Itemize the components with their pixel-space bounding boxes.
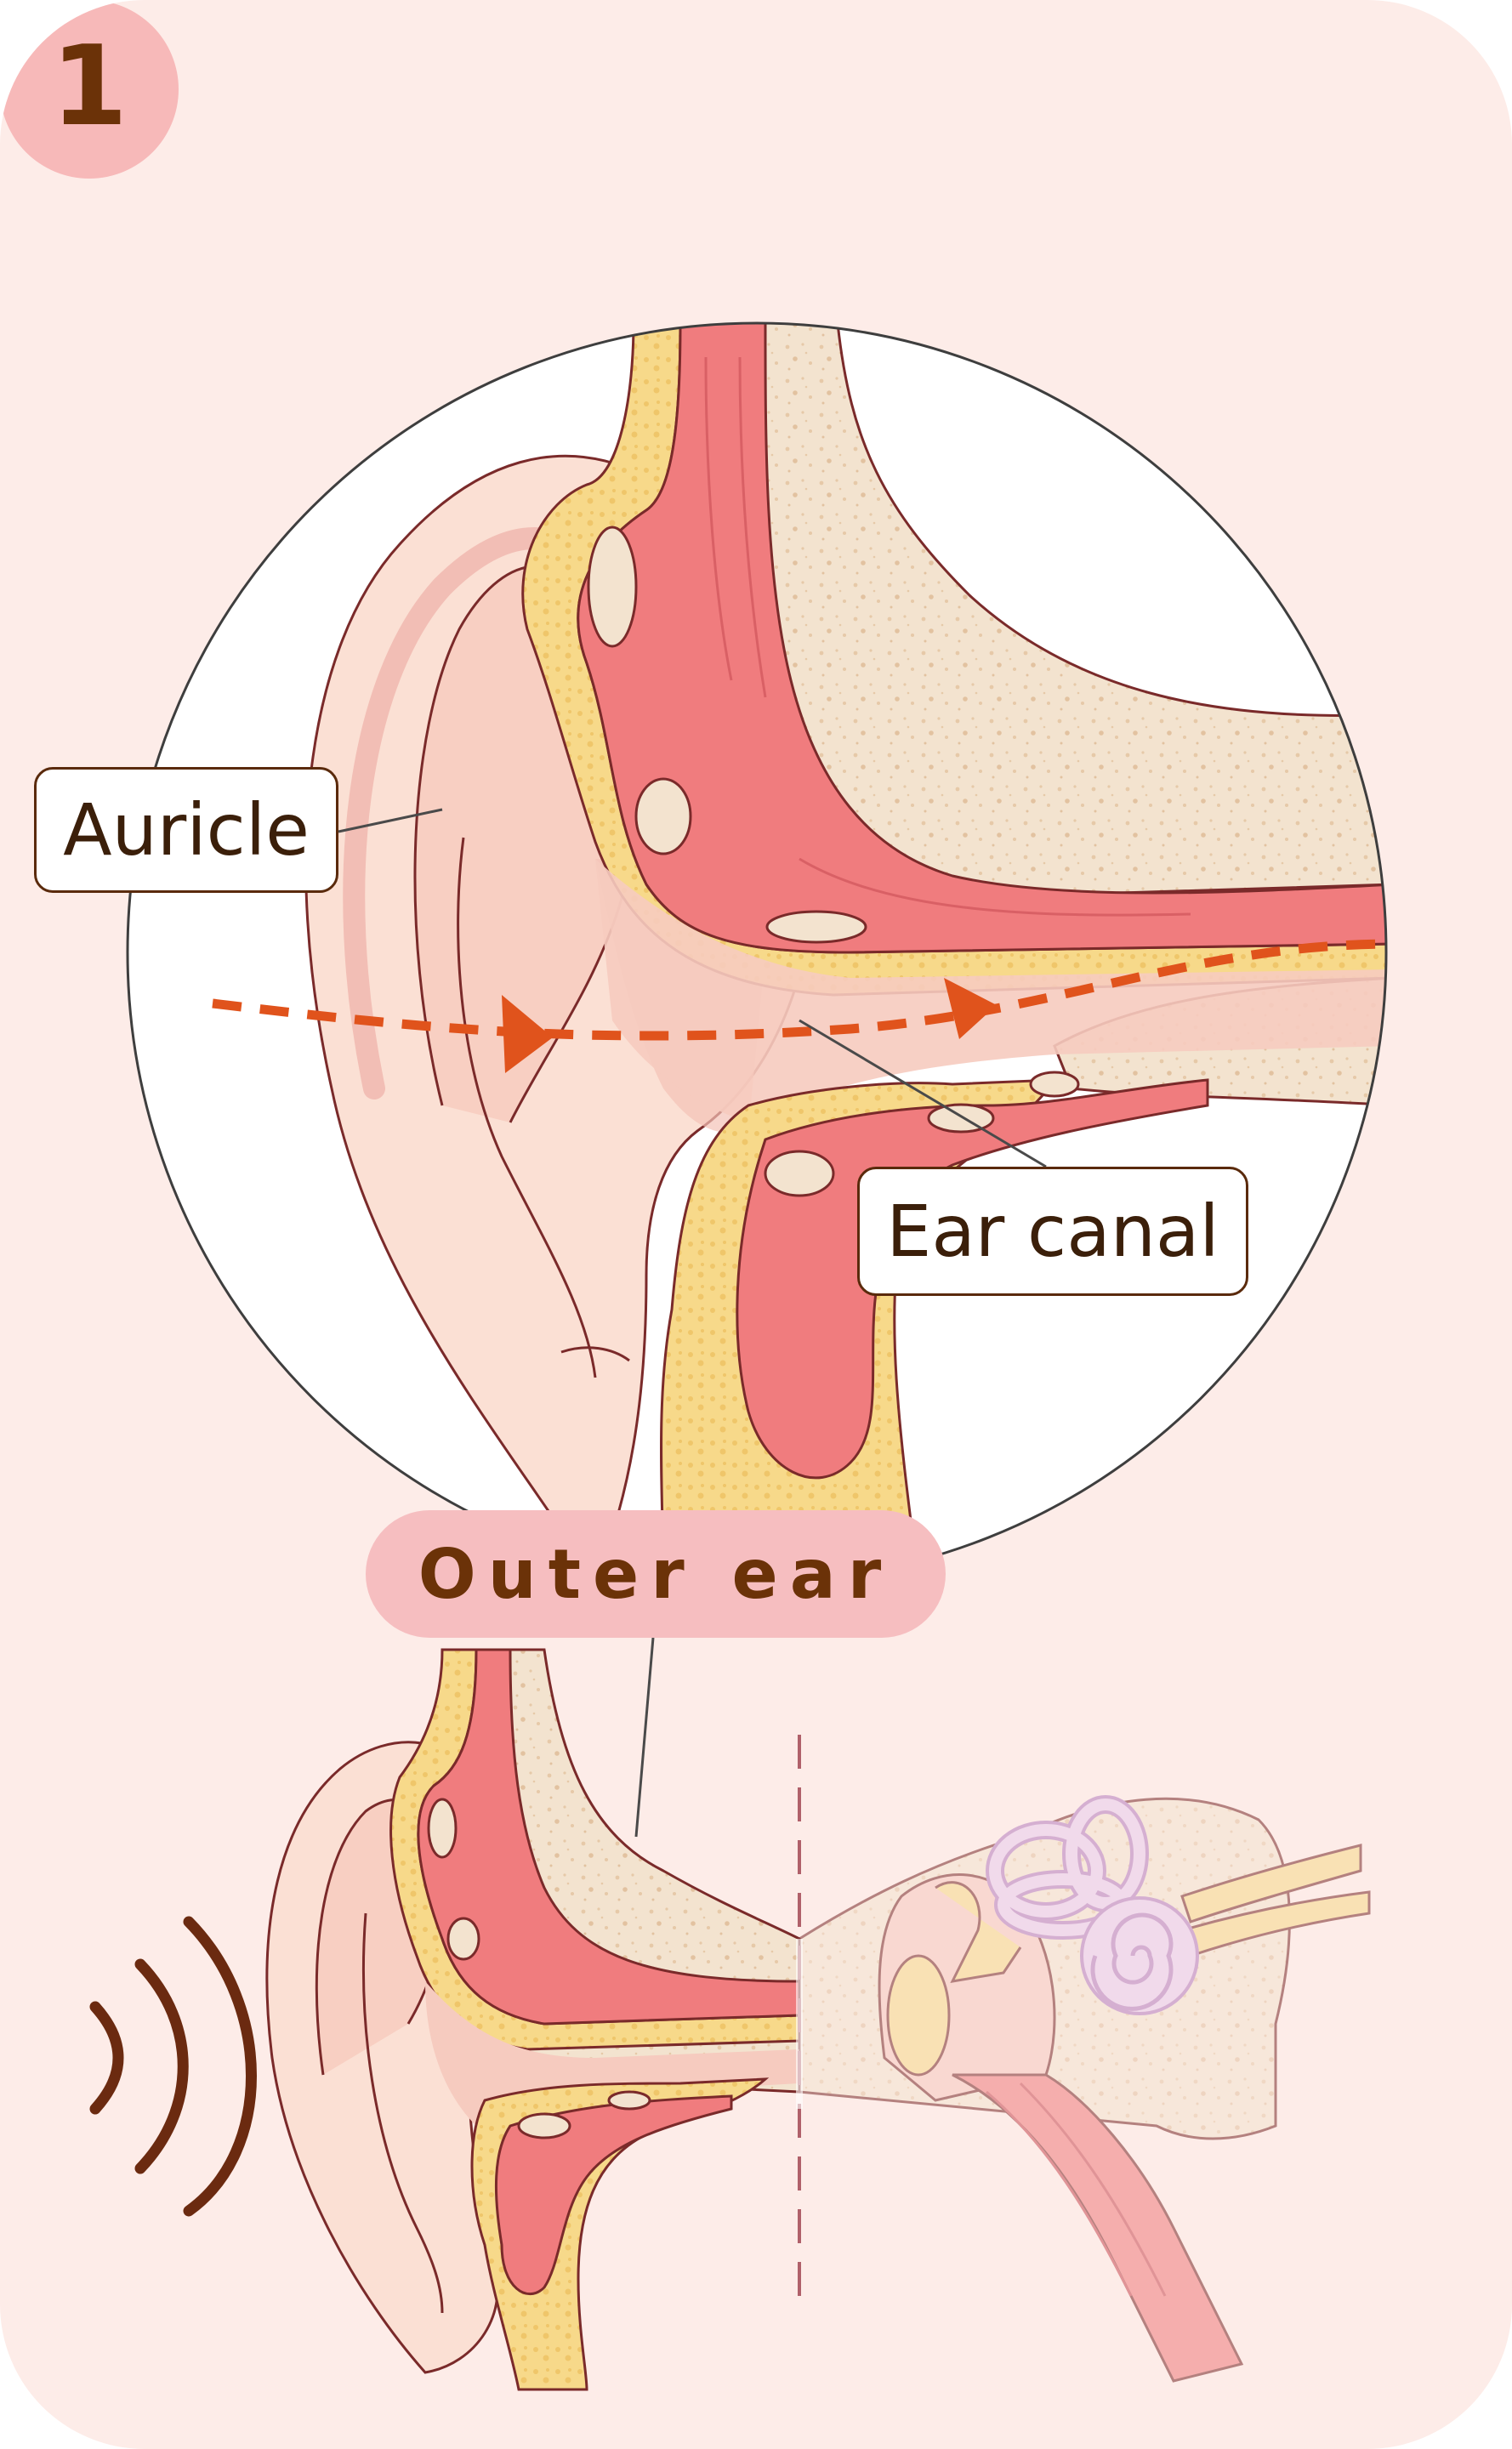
overview-cartilage-lower (494, 2094, 733, 2296)
bone-island (1029, 1071, 1080, 1098)
auricle-lobe-crease (560, 1346, 630, 1362)
ossicles (935, 1881, 1022, 1983)
overview-bone-island (427, 1798, 458, 1859)
sound-waves-icon (89, 1916, 257, 2217)
ear-overview (265, 1648, 1371, 2391)
auditory-nerve-2 (1180, 1890, 1371, 1957)
eustachian-tube-lining (986, 2082, 1167, 2297)
step-badge: 1 (0, 0, 179, 179)
overview-bone-island (517, 2112, 571, 2139)
bone-island (587, 526, 638, 648)
overview-bone-island (446, 1917, 480, 1961)
cochlea (1080, 1896, 1199, 2015)
auricle-leader (338, 808, 443, 833)
overview-auricle-crease (362, 1912, 444, 2314)
outer-ear-title-text: Outer ear (418, 1534, 894, 1614)
bone-island (634, 777, 692, 855)
bone-island (927, 1103, 995, 1134)
ear-canal-passage (595, 859, 1386, 1122)
bone-island (764, 1150, 835, 1197)
auricle-label-text: Auricle (63, 788, 310, 872)
ear-canal-label: Ear canal (857, 1167, 1248, 1296)
overview-ear-canal (425, 1981, 799, 2126)
overview-cartilage-upper (417, 1648, 801, 2026)
cartilage-texture (704, 356, 1191, 917)
eardrum (886, 1954, 951, 2077)
magnified-view (126, 321, 1388, 1583)
sound-direction-arrow (212, 939, 1386, 1073)
overview-bone-island (607, 2090, 651, 2111)
auricle-label: Auricle (34, 767, 338, 893)
outer-ear-leader (634, 1637, 655, 1838)
auricle-crease (457, 837, 597, 1378)
ear-canal-label-text: Ear canal (886, 1190, 1219, 1273)
ear-canal-leader (799, 1019, 1047, 1168)
auditory-nerve (1180, 1844, 1362, 1923)
faded-middle-inner-ear (798, 1795, 1371, 2383)
step-number: 1 (50, 21, 128, 151)
outer-ear-title: Outer ear (366, 1510, 946, 1638)
bone-island (765, 910, 867, 944)
semicircular-canals (986, 1795, 1149, 1940)
